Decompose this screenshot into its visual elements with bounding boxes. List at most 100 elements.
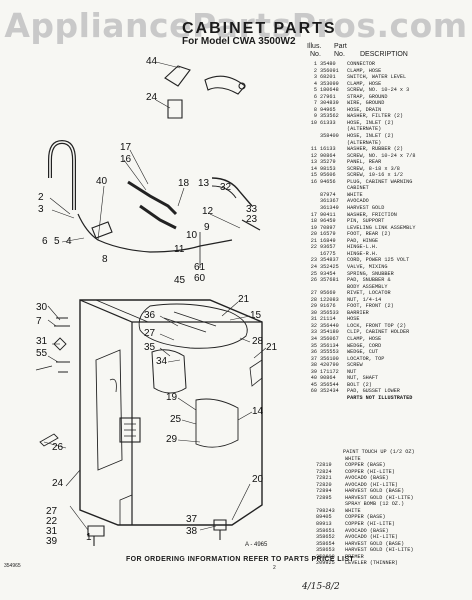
callout-label: 31 (36, 336, 48, 347)
part-description: WASHER, FILTER (2) (347, 113, 404, 120)
parts-row: (ALTERNATE) (305, 126, 471, 133)
paint-description: LEVELER (THINNER) (345, 560, 398, 567)
callout-label: 60 (194, 273, 206, 284)
part-number: 90864 (320, 152, 336, 159)
header-illus: Illus. (307, 43, 322, 50)
part-number: 356134 (320, 342, 339, 349)
header-part: Part (334, 43, 347, 50)
part-number: 420790 (320, 362, 339, 369)
paint-part-number: 798243 (316, 507, 335, 514)
illus-number: 33 (310, 329, 317, 336)
paint-part-number: 89913 (316, 521, 332, 528)
part-description: SCREW (347, 362, 363, 369)
illus-number: 39 (310, 368, 317, 375)
paint-title: PAINT TOUCH UP (1/2 OZ) (343, 449, 415, 455)
header-partno: No. (334, 51, 345, 58)
paint-description: HARVEST GOLD (BASE) (345, 540, 405, 547)
paint-description: COPPER (BASE) (345, 514, 386, 521)
part-description: PANEL, REAR (347, 159, 382, 166)
illus-number: 26 (310, 277, 317, 284)
callout-label: 21 (238, 294, 250, 305)
part-description: SWITCH, WATER LEVEL (347, 74, 407, 81)
part-number: 171172 (320, 368, 339, 375)
part-number: 357681 (320, 277, 339, 284)
callout-label: 35 (144, 342, 156, 353)
part-description: BARRIER (347, 309, 369, 316)
illus-number: 25 (310, 270, 317, 277)
part-number: 94656 (320, 178, 336, 185)
callout-label: 21 (266, 342, 278, 353)
callout-label: 55 (36, 348, 48, 359)
part-description: LEVELING LINK ASSEMBLY (347, 224, 416, 231)
paint-description: AVOCADO (BASE) (345, 475, 389, 482)
part-description: WIRE, GROUND (347, 100, 385, 107)
callout-label: 11 (174, 244, 185, 255)
parts-row: BODY ASSEMBLY (305, 284, 471, 291)
callout-label: 19 (166, 392, 178, 403)
part-number: 354180 (320, 329, 339, 336)
callout-label: 38 (186, 526, 198, 537)
part-description: HINGE-L.H. (347, 244, 379, 251)
part-number: 304839 (320, 100, 339, 107)
part-number: 90864 (320, 375, 336, 382)
callout-label: 2 (38, 192, 44, 203)
paint-part-number: 358653 (316, 547, 335, 554)
part-number: 16849 (320, 237, 336, 244)
illus-number: 16 (310, 178, 317, 185)
part-number: 16133 (320, 146, 336, 153)
part-description: CLIP, CABINET HOLDER (347, 329, 410, 336)
part-description: SCREW, NO. 10-24 x 3 (347, 87, 410, 94)
callout-label: 24 (52, 478, 64, 489)
illus-number: 14 (310, 165, 317, 172)
paint-part-number: 358652 (316, 534, 335, 541)
paint-description: COPPER (HI-LITE) (345, 521, 395, 528)
callout-label: 24 (146, 92, 158, 103)
exploded-diagram: 44 24 17 16 18 13 32 33 23 12 2 3 40 6 5… (35, 56, 278, 547)
part-number: 90411 (320, 211, 336, 218)
not-illustrated-heading: PARTS NOT ILLUSTRATED (347, 394, 413, 401)
paint-part-number: 358608 (316, 553, 335, 560)
part-description: SPRING, SNUBBER (347, 270, 394, 277)
parts-row: (ALTERNATE) (305, 140, 471, 147)
header-no: No. (310, 51, 321, 58)
handwritten-note: 4/15-8/2 (302, 582, 340, 592)
part-number: 16775 (320, 250, 336, 257)
illus-number: 22 (310, 244, 317, 251)
part-number: 16579 (320, 231, 336, 238)
callout-label: 22 (46, 516, 58, 527)
callout-label: 4 (66, 236, 72, 247)
illus-number: 8 (313, 106, 317, 113)
paint-part-number: 72824 (316, 468, 332, 475)
part-number: 356091 (320, 67, 339, 74)
callout-label: 12 (202, 206, 214, 217)
callout-label: 6 (42, 236, 48, 247)
part-number: 27961 (320, 93, 336, 100)
part-number: 356100 (320, 355, 339, 362)
illus-number: 60 (310, 388, 317, 395)
callout-label: 25 (170, 414, 182, 425)
callout-label: 3 (38, 204, 44, 215)
part-description: CONNECTOR (347, 61, 376, 67)
illus-number: 28 (310, 296, 317, 303)
